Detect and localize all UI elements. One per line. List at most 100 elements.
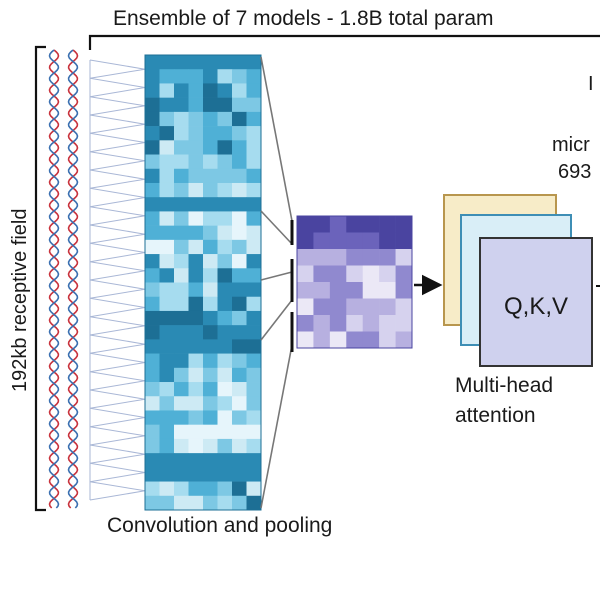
conv-cell bbox=[174, 111, 189, 127]
conv-cell bbox=[145, 268, 160, 283]
pool-cell bbox=[395, 315, 413, 332]
conv-cell bbox=[145, 382, 160, 397]
conv-cell bbox=[217, 225, 233, 241]
conv-cell bbox=[232, 111, 247, 127]
conv-cell bbox=[217, 438, 233, 454]
conv-cell bbox=[145, 467, 160, 482]
pool-cell bbox=[379, 265, 396, 283]
convolution-fan-lines bbox=[89, 59, 146, 501]
conv-cell bbox=[188, 453, 204, 468]
conv-cell bbox=[246, 55, 262, 70]
convolution-caption: Convolution and pooling bbox=[107, 514, 332, 537]
conv-cell bbox=[203, 467, 218, 482]
conv-cell bbox=[217, 410, 233, 425]
conv-cell bbox=[246, 97, 262, 113]
pool-cell bbox=[346, 216, 364, 233]
conv-cell bbox=[232, 382, 247, 397]
conv-cell bbox=[203, 453, 218, 468]
pool-cell bbox=[379, 282, 396, 299]
conv-cell bbox=[159, 97, 175, 113]
attention-caption-line-2: attention bbox=[455, 404, 536, 427]
conv-cell bbox=[246, 325, 262, 340]
conv-cell bbox=[159, 367, 175, 383]
pool-cell bbox=[379, 315, 396, 332]
conv-cell bbox=[145, 239, 160, 255]
conv-cell bbox=[246, 211, 262, 226]
pooled-grid-border bbox=[296, 215, 413, 349]
conv-cell bbox=[159, 197, 175, 212]
conv-cell bbox=[246, 197, 262, 212]
conv-cell bbox=[174, 382, 189, 397]
pool-cell bbox=[329, 216, 347, 233]
conv-cell bbox=[203, 296, 218, 312]
conv-cell bbox=[232, 495, 247, 511]
conv-cell bbox=[232, 140, 247, 155]
conv-cell bbox=[159, 382, 175, 397]
conv-cell bbox=[159, 282, 175, 298]
conv-cell bbox=[217, 254, 233, 269]
conv-cell bbox=[145, 438, 160, 454]
fan-zigzag bbox=[89, 59, 146, 501]
pool-cell bbox=[395, 282, 413, 299]
dna-helix-strands bbox=[48, 49, 79, 509]
conv-cell bbox=[188, 168, 204, 184]
conv-cell bbox=[174, 168, 189, 184]
conv-cell bbox=[145, 69, 160, 84]
pool-cell bbox=[329, 331, 347, 349]
conv-cell bbox=[203, 225, 218, 241]
conv-cell bbox=[188, 126, 204, 141]
conv-cell bbox=[246, 182, 262, 198]
conv-cell bbox=[159, 424, 175, 440]
conv-cell bbox=[159, 396, 175, 411]
conv-cell bbox=[174, 310, 189, 326]
pool-cell bbox=[329, 249, 347, 266]
conv-cell bbox=[159, 495, 175, 511]
conv-cell bbox=[203, 254, 218, 269]
pool-cell bbox=[313, 331, 331, 349]
conv-cell bbox=[145, 254, 160, 269]
conv-cell bbox=[203, 495, 218, 511]
conv-cell bbox=[174, 55, 189, 70]
pool-cell bbox=[346, 331, 364, 349]
pool-cell bbox=[362, 216, 380, 233]
conv-cell bbox=[145, 154, 160, 170]
conv-cell bbox=[246, 268, 262, 283]
conv-cell bbox=[188, 282, 204, 298]
pool-cell bbox=[362, 249, 380, 266]
pool-cell bbox=[379, 216, 396, 233]
conv-cell bbox=[188, 339, 204, 354]
pool-cell bbox=[379, 331, 396, 349]
conv-cell bbox=[145, 325, 160, 340]
conv-cell bbox=[217, 182, 233, 198]
conv-cell bbox=[174, 367, 189, 383]
conv-cell bbox=[145, 111, 160, 127]
conv-cell bbox=[217, 339, 233, 354]
conv-cell bbox=[145, 140, 160, 155]
conv-cell bbox=[217, 353, 233, 369]
conv-cell bbox=[246, 296, 262, 312]
pool-cell bbox=[297, 331, 314, 349]
conv-cell bbox=[159, 154, 175, 170]
conv-cell bbox=[174, 182, 189, 198]
conv-cell bbox=[174, 325, 189, 340]
conv-cell bbox=[174, 69, 189, 84]
conv-cell bbox=[188, 69, 204, 84]
conv-cell bbox=[232, 55, 247, 70]
pool-cell bbox=[362, 315, 380, 332]
pool-cell bbox=[297, 282, 314, 299]
conv-cell bbox=[203, 438, 218, 454]
conv-cell bbox=[188, 182, 204, 198]
conv-cell bbox=[203, 339, 218, 354]
pool-cell bbox=[395, 216, 413, 233]
conv-cell bbox=[232, 182, 247, 198]
ensemble-bracket bbox=[88, 34, 600, 50]
conv-cell bbox=[174, 467, 189, 482]
conv-cell bbox=[217, 367, 233, 383]
conv-cell bbox=[232, 254, 247, 269]
conv-cell bbox=[159, 69, 175, 84]
pooling-connector-lines bbox=[260, 56, 293, 509]
pool-cell bbox=[297, 232, 314, 250]
conv-cell bbox=[246, 467, 262, 482]
conv-cell bbox=[203, 282, 218, 298]
conv-cell bbox=[203, 111, 218, 127]
